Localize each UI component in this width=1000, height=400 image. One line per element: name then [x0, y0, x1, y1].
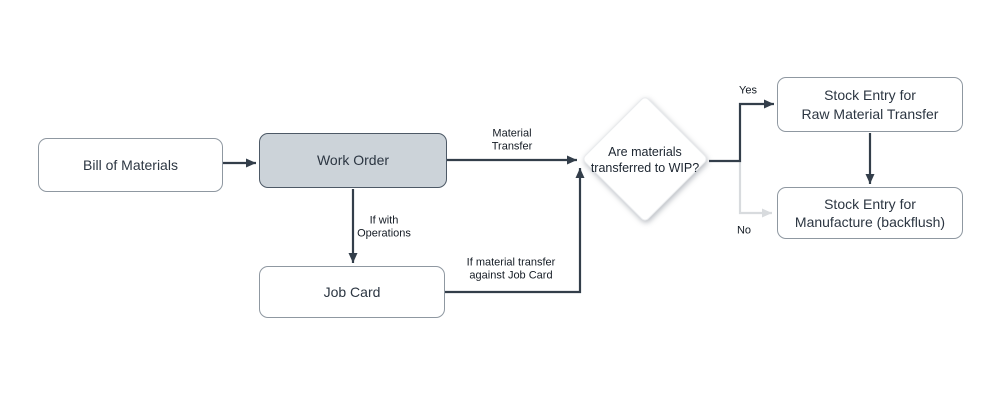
edge-decision-yes: [709, 99, 774, 163]
edge-label-yes: Yes: [739, 84, 757, 97]
node-work-order: Work Order: [259, 133, 447, 188]
decision-label: Are materials transferred to WIP?: [590, 144, 700, 175]
edge-label-if-material-transfer-against-job-card: If material transfer against Job Card: [466, 256, 556, 281]
edge-decision-no: [738, 161, 772, 218]
edge-label-if-with-operations: If with Operations: [357, 214, 411, 239]
edge-label-material-transfer: Material Transfer: [491, 127, 533, 152]
node-job-card: Job Card: [259, 266, 445, 318]
node-bill-of-materials: Bill of Materials: [38, 138, 223, 192]
node-stock-entry-raw-material: Stock Entry for Raw Material Transfer: [777, 77, 963, 132]
node-stock-entry-manufacture: Stock Entry for Manufacture (backflush): [777, 187, 963, 239]
edge-job-card-to-decision: [445, 168, 585, 294]
edge-label-no: No: [736, 224, 752, 237]
